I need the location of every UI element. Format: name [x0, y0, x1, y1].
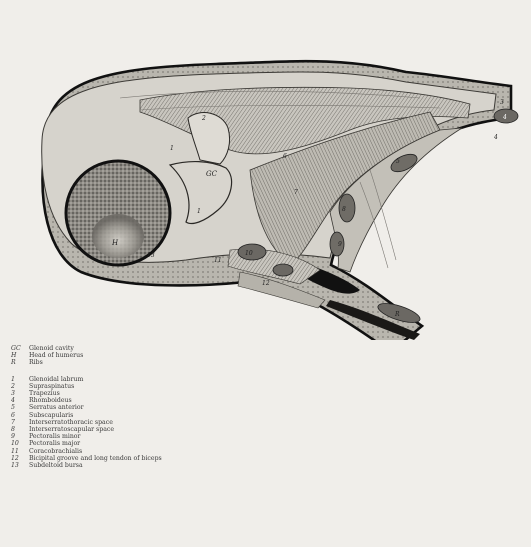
label-2: 2	[201, 115, 206, 122]
rib-6	[273, 264, 293, 276]
label-1b: 1	[197, 208, 201, 215]
legend-key: 1	[9, 376, 29, 383]
label-12: 12	[262, 280, 270, 287]
label-5: 5	[396, 158, 400, 165]
label-8: 8	[342, 206, 346, 213]
humerus-medulla	[92, 214, 144, 258]
legend-key: R	[9, 359, 29, 366]
legend-text: Pectoralis minor	[29, 433, 81, 440]
legend-text: Glenoid cavity	[29, 345, 74, 352]
legend-text: Serratus anterior	[29, 404, 84, 411]
rib-4	[330, 232, 344, 256]
legend-text: Bicipital groove and long tendon of bice…	[29, 455, 162, 462]
label-7: 7	[294, 189, 298, 196]
label-9: 9	[338, 241, 342, 248]
label-4: 4	[502, 114, 507, 121]
legend-key: GC	[9, 345, 29, 352]
legend-text: Ribs	[29, 359, 43, 366]
legend-text: Trapezius	[29, 390, 60, 397]
label-11: 11	[214, 257, 222, 264]
legend-text: Interserratoscapular space	[29, 426, 114, 433]
label-13: 13	[147, 252, 155, 259]
legend-text: Rhomboideus	[29, 397, 72, 404]
legend-key: 9	[9, 433, 29, 440]
label-gc: GC	[206, 170, 218, 178]
legend-text: Glenoidal labrum	[29, 376, 83, 383]
legend-key: 7	[9, 419, 29, 426]
legend-key: 5	[9, 404, 29, 411]
legend-text: Subscapularis	[29, 412, 73, 419]
shoulder-cross-section-diagram: H GC 1 1 2 3 4 4 5 6 7 8 9 10 11 12 13 R	[0, 0, 531, 340]
legend-text: Coracobrachialis	[29, 448, 82, 455]
legend-text: Subdeltoid bursa	[29, 462, 83, 469]
legend-key: H	[9, 352, 29, 359]
label-1: 1	[170, 145, 174, 152]
legend-key: 4	[9, 397, 29, 404]
legend-text: Supraspinatus	[29, 383, 74, 390]
legend-key: 2	[9, 383, 29, 390]
legend-key: 8	[9, 426, 29, 433]
label-6: 6	[283, 153, 287, 160]
legend-key: 6	[9, 412, 29, 419]
label-h: H	[111, 239, 119, 247]
legend-key: 12	[9, 455, 29, 462]
legend-key: 10	[9, 440, 29, 447]
legend-key: 13	[9, 462, 29, 469]
label-3: 3	[500, 99, 504, 106]
label-4b: 4	[493, 134, 498, 141]
legend-key: 11	[9, 448, 29, 455]
legend-text: Interserratothoracic space	[29, 419, 113, 426]
legend-key: 3	[9, 390, 29, 397]
legend-text: Pectoralis major	[29, 440, 80, 447]
legend-spacer	[9, 367, 162, 376]
label-10: 10	[245, 250, 253, 257]
legend-text: Head of humerus	[29, 352, 83, 359]
label-r: R	[394, 311, 400, 318]
